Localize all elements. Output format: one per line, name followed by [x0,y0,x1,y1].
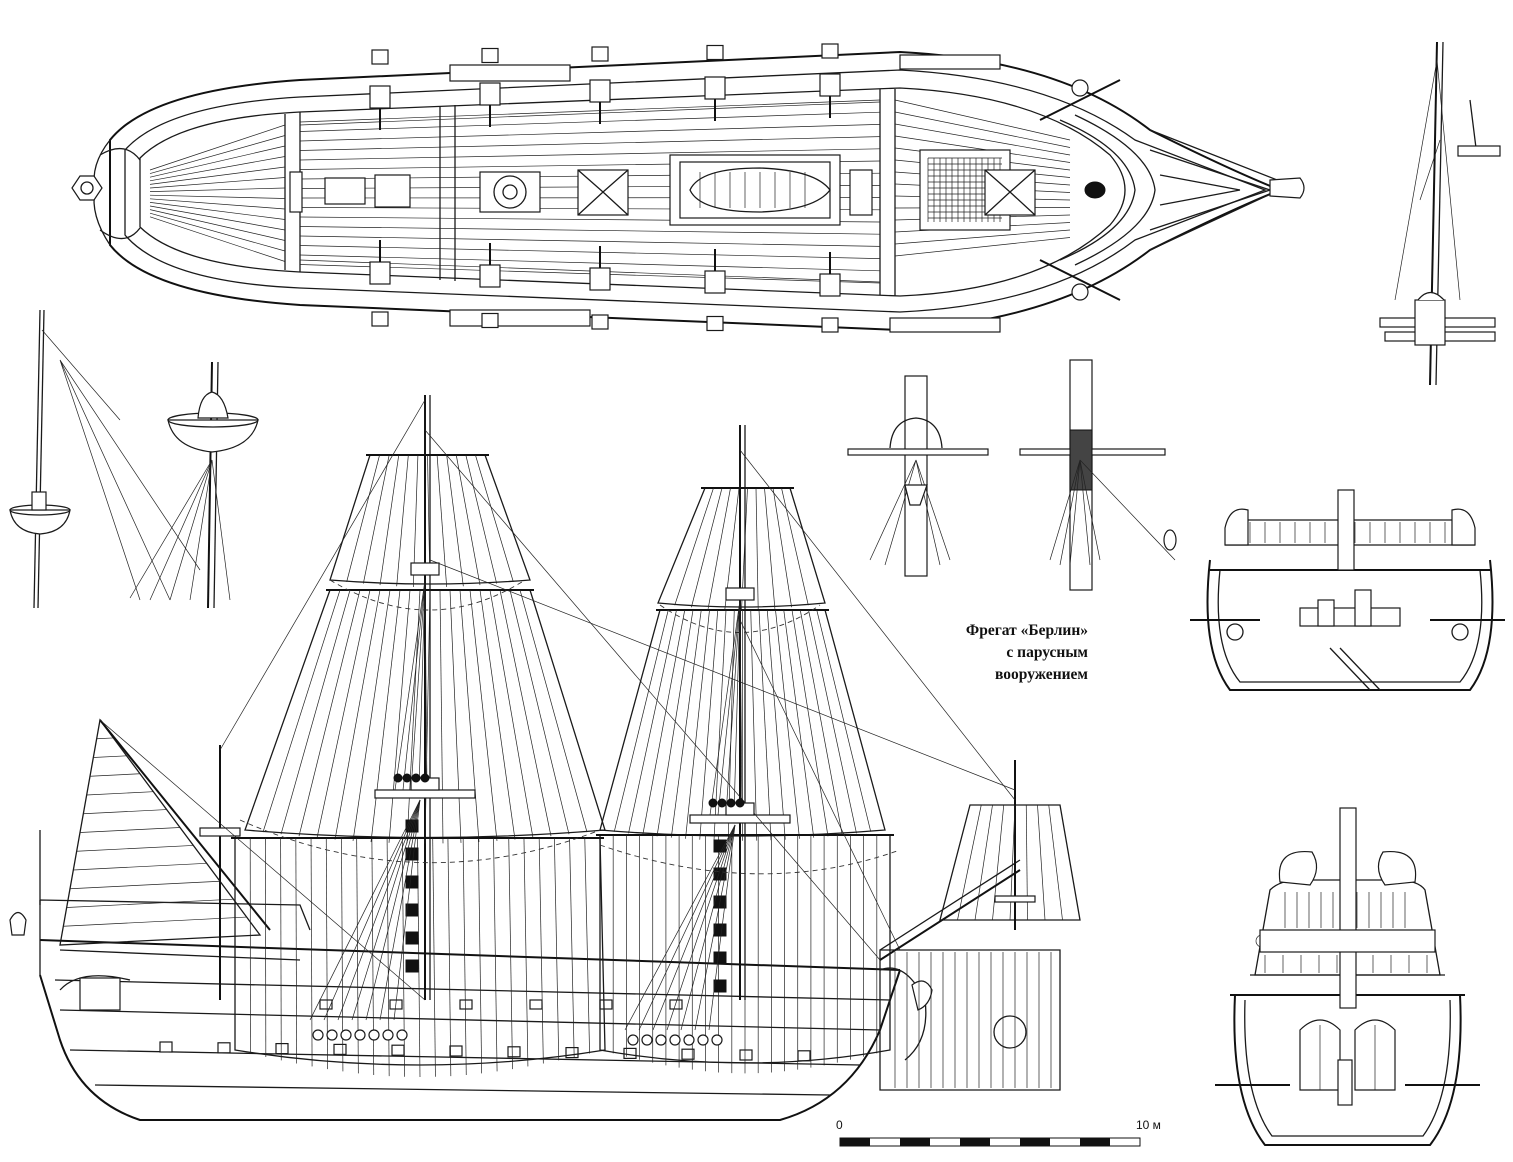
bowsprit-detail-view [1379,41,1501,386]
caption-line-3: вооружением [995,666,1088,683]
bow-view [1215,807,1480,1146]
caption-line-2: с парусным [1006,644,1088,661]
scale-label-end: 10 м [1136,1118,1161,1132]
scale-label-start: 0 [836,1118,843,1132]
deck-plan-view [71,43,1305,333]
masthead-detail-left [9,309,259,609]
stern-view [1190,489,1505,691]
side-elevation-view [9,395,1081,1121]
masthead-detail-right [847,359,1177,591]
drawing-caption: Фрегат «Берлин» с парусным вооружением [930,620,1088,686]
scale-bar [839,1137,1141,1147]
caption-line-title: Фрегат «Берлин» [965,622,1088,639]
